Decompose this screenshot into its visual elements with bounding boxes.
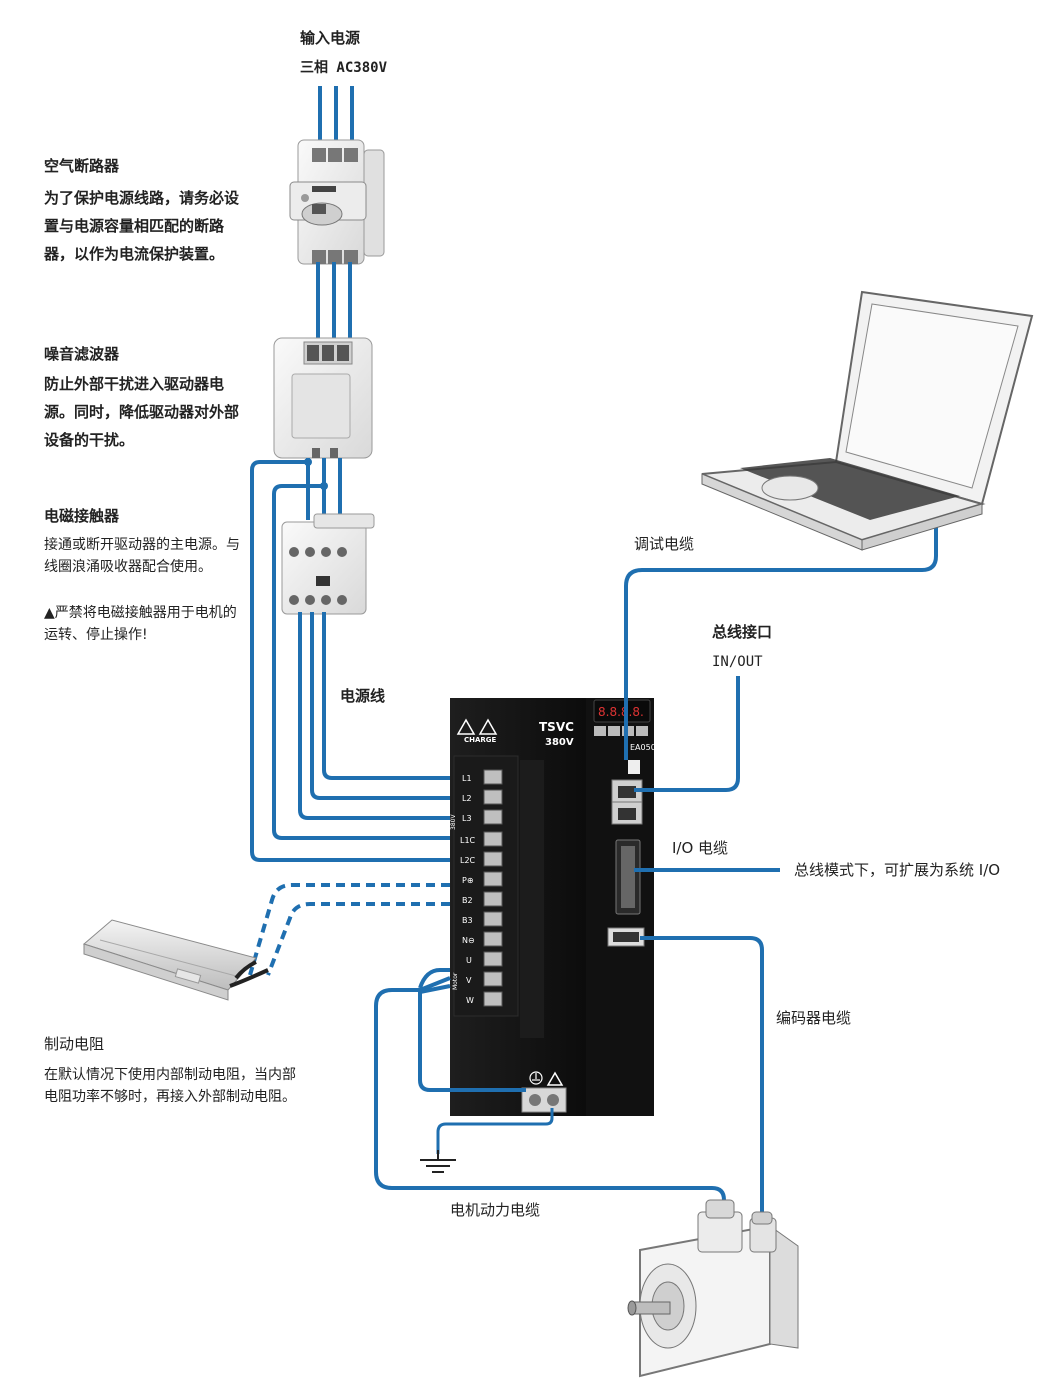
bus-cable: [634, 676, 740, 792]
warning-icon: [456, 718, 564, 1086]
debug-cable-label: 调试电缆: [634, 535, 695, 553]
breaker-desc: 为了保护电源线路，请务必设置与电源容量相匹配的断路器，以作为电流保护装置。: [44, 189, 240, 263]
contactor-desc: 接通或断开驱动器的主电源。与线圈浪涌吸收器配合使用。: [44, 537, 240, 575]
debug-cable: [624, 512, 938, 760]
filter-title: 噪音滤波器: [44, 345, 120, 363]
ground-wire: [436, 1108, 554, 1154]
laptop-icon: [701, 290, 1034, 551]
filter-contactor-wires: [250, 458, 450, 862]
input-power-wires: [318, 86, 354, 150]
terminal-label: P⊕: [462, 876, 474, 885]
power-line-label: 电源线: [340, 687, 386, 705]
contactor-icon: [281, 513, 375, 615]
encoder-cable: [640, 936, 764, 1214]
servo-drive: [450, 698, 654, 1116]
resistor-icon: [82, 919, 269, 1001]
input-power-spec: 三相 AC380V: [300, 60, 388, 76]
contactor-warning: ▲严禁将电磁接触器用于电机的运转、停止操作!: [44, 605, 237, 643]
bus-interface-label: 总线接口: [712, 623, 773, 641]
ground-symbol-drive: [529, 1071, 543, 1085]
breaker-icon: [289, 139, 385, 265]
drive-part-no: EA050: [630, 743, 656, 752]
breaker-filter-wires: [316, 262, 352, 344]
bus-inout-label: IN/OUT: [712, 654, 763, 670]
terminal-label: L1C: [460, 836, 476, 845]
drive-voltage: 380V: [545, 737, 574, 748]
terminal-label: V: [466, 976, 472, 985]
terminal-labels: L1 L2 L3 L1C L2C P⊕ B2 B3 N⊖ U V W 380V …: [450, 774, 476, 1005]
terminal-block: [483, 769, 503, 1007]
io-cable-label: I/O 电缆: [672, 839, 729, 857]
brake-resistor-desc: 在默认情况下使用内部制动电阻，当内部电阻功率不够时，再接入外部制动电阻。: [44, 1067, 296, 1105]
brake-resistor-wires: [248, 883, 450, 976]
terminal-label: L2: [462, 794, 472, 803]
terminal-label: L2C: [460, 856, 476, 865]
terminal-label: U: [466, 956, 472, 965]
terminal-label: B2: [462, 896, 473, 905]
motor-power-wires: [374, 968, 726, 1212]
motor-icon: [627, 1199, 799, 1378]
terminal-label: L1: [462, 774, 472, 783]
charge-label: CHARGE: [464, 736, 497, 744]
side-label-380v: 380V: [450, 814, 457, 830]
breaker-title: 空气断路器: [44, 157, 120, 175]
terminal-label: W: [466, 996, 474, 1005]
motor-power-cable-label: 电机动力电缆: [450, 1201, 541, 1219]
main-power-wires: [298, 612, 450, 820]
drive-face-text: TSVC 380V CHARGE 8.8.8.8. EA050: [464, 705, 656, 752]
terminal-label: L3: [462, 814, 472, 823]
contactor-title: 电磁接触器: [44, 507, 120, 525]
bus-mode-label: 总线模式下，可扩展为系统 I/O: [794, 861, 1001, 879]
ground-icon: [420, 1150, 456, 1173]
filter-desc: 防止外部干扰进入驱动器电源。同时，降低驱动器对外部设备的干扰。: [44, 375, 240, 449]
terminal-label: B3: [462, 916, 473, 925]
filter-icon: [273, 337, 373, 459]
terminal-label: N⊖: [462, 936, 475, 945]
brake-resistor-title: 制动电阻: [44, 1035, 105, 1053]
drive-model: TSVC: [539, 720, 574, 734]
drive-display: 8.8.8.8.: [598, 705, 644, 719]
side-label-motor: Motor: [452, 972, 459, 990]
encoder-cable-label: 编码器电缆: [776, 1009, 852, 1027]
input-power-title: 输入电源: [300, 29, 361, 47]
